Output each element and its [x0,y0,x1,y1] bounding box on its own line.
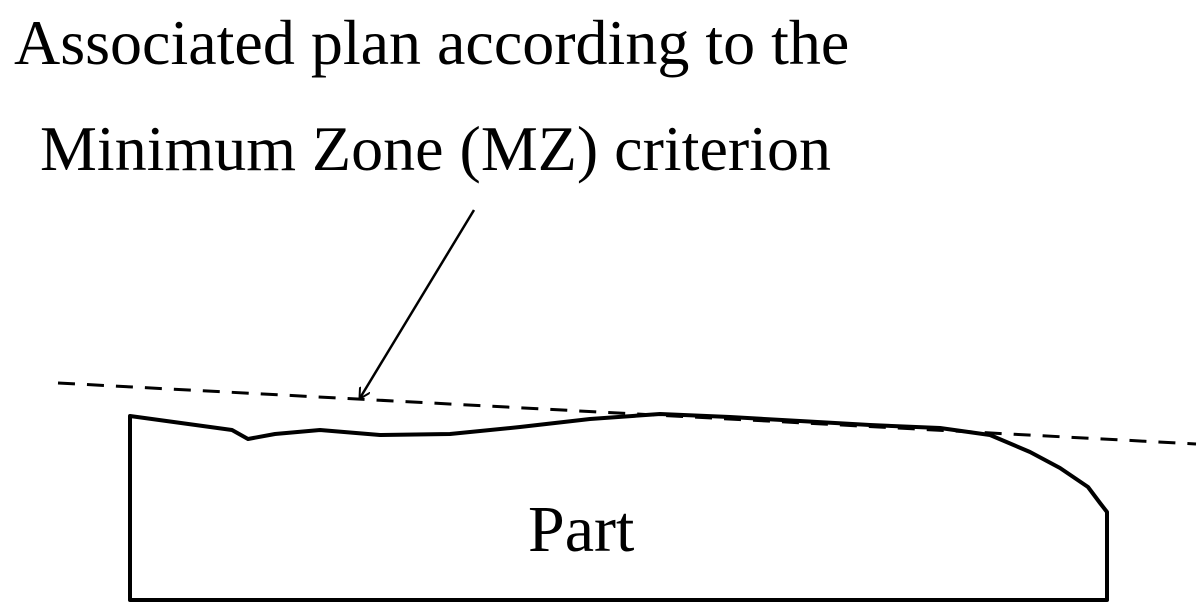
part-label: Part [528,493,634,566]
part-outline [128,412,1109,602]
leader-arrow [360,209,476,398]
annotation-line-1: Associated plan according to the [14,7,849,78]
associated-plane-line [57,381,1197,446]
annotation-line-2: Minimum Zone (MZ) criterion [40,113,831,184]
